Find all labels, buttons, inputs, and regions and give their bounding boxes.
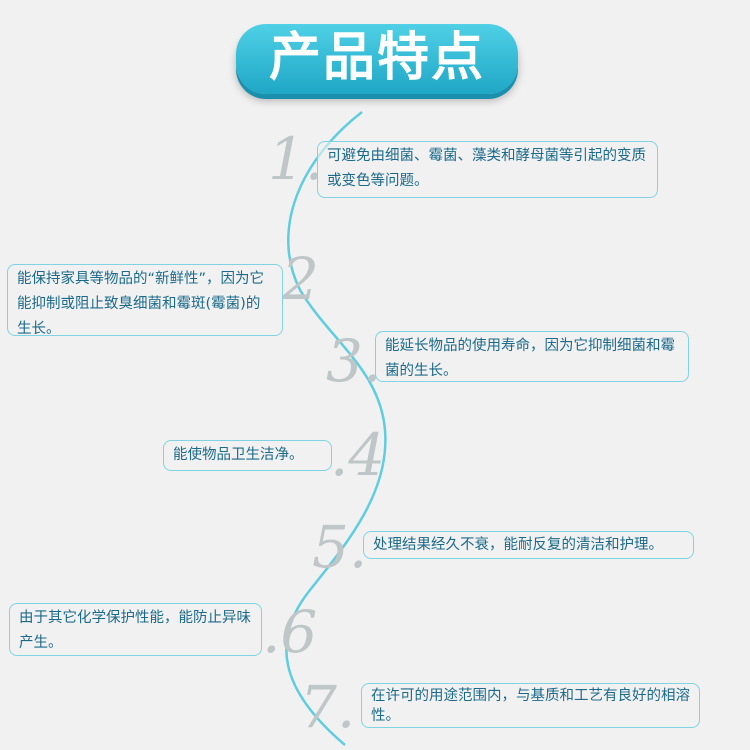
feature-number: 1. bbox=[268, 125, 324, 193]
feature-box: 在许可的用途范围内，与基质和工艺有良好的相溶性。 bbox=[361, 683, 700, 728]
feature-box: 处理结果经久不衰，能耐反复的清洁和护理。 bbox=[363, 531, 694, 559]
feature-box: 由于其它化学保护性能，能防止异味产生。 bbox=[9, 603, 262, 656]
feature-box: 可避免由细菌、霉菌、藻类和酵母菌等引起的变质或变色等问题。 bbox=[317, 141, 658, 198]
feature-number: 2 bbox=[282, 245, 319, 313]
feature-box: 能使物品卫生洁净。 bbox=[163, 440, 332, 471]
feature-number: .6 bbox=[262, 598, 318, 666]
feature-number: 5. bbox=[312, 513, 368, 581]
feature-box: 能保持家具等物品的“新鲜性”，因为它能抑制或阻止致臭细菌和霉斑(霉菌)的生长。 bbox=[7, 264, 283, 337]
feature-number: .4 bbox=[330, 421, 386, 489]
feature-number: 7. bbox=[300, 673, 356, 741]
page-title: 产品特点 bbox=[236, 24, 518, 94]
feature-box: 能延长物品的使用寿命，因为它抑制细菌和霉菌的生长。 bbox=[375, 331, 689, 382]
feature-number: 3. bbox=[326, 327, 382, 395]
